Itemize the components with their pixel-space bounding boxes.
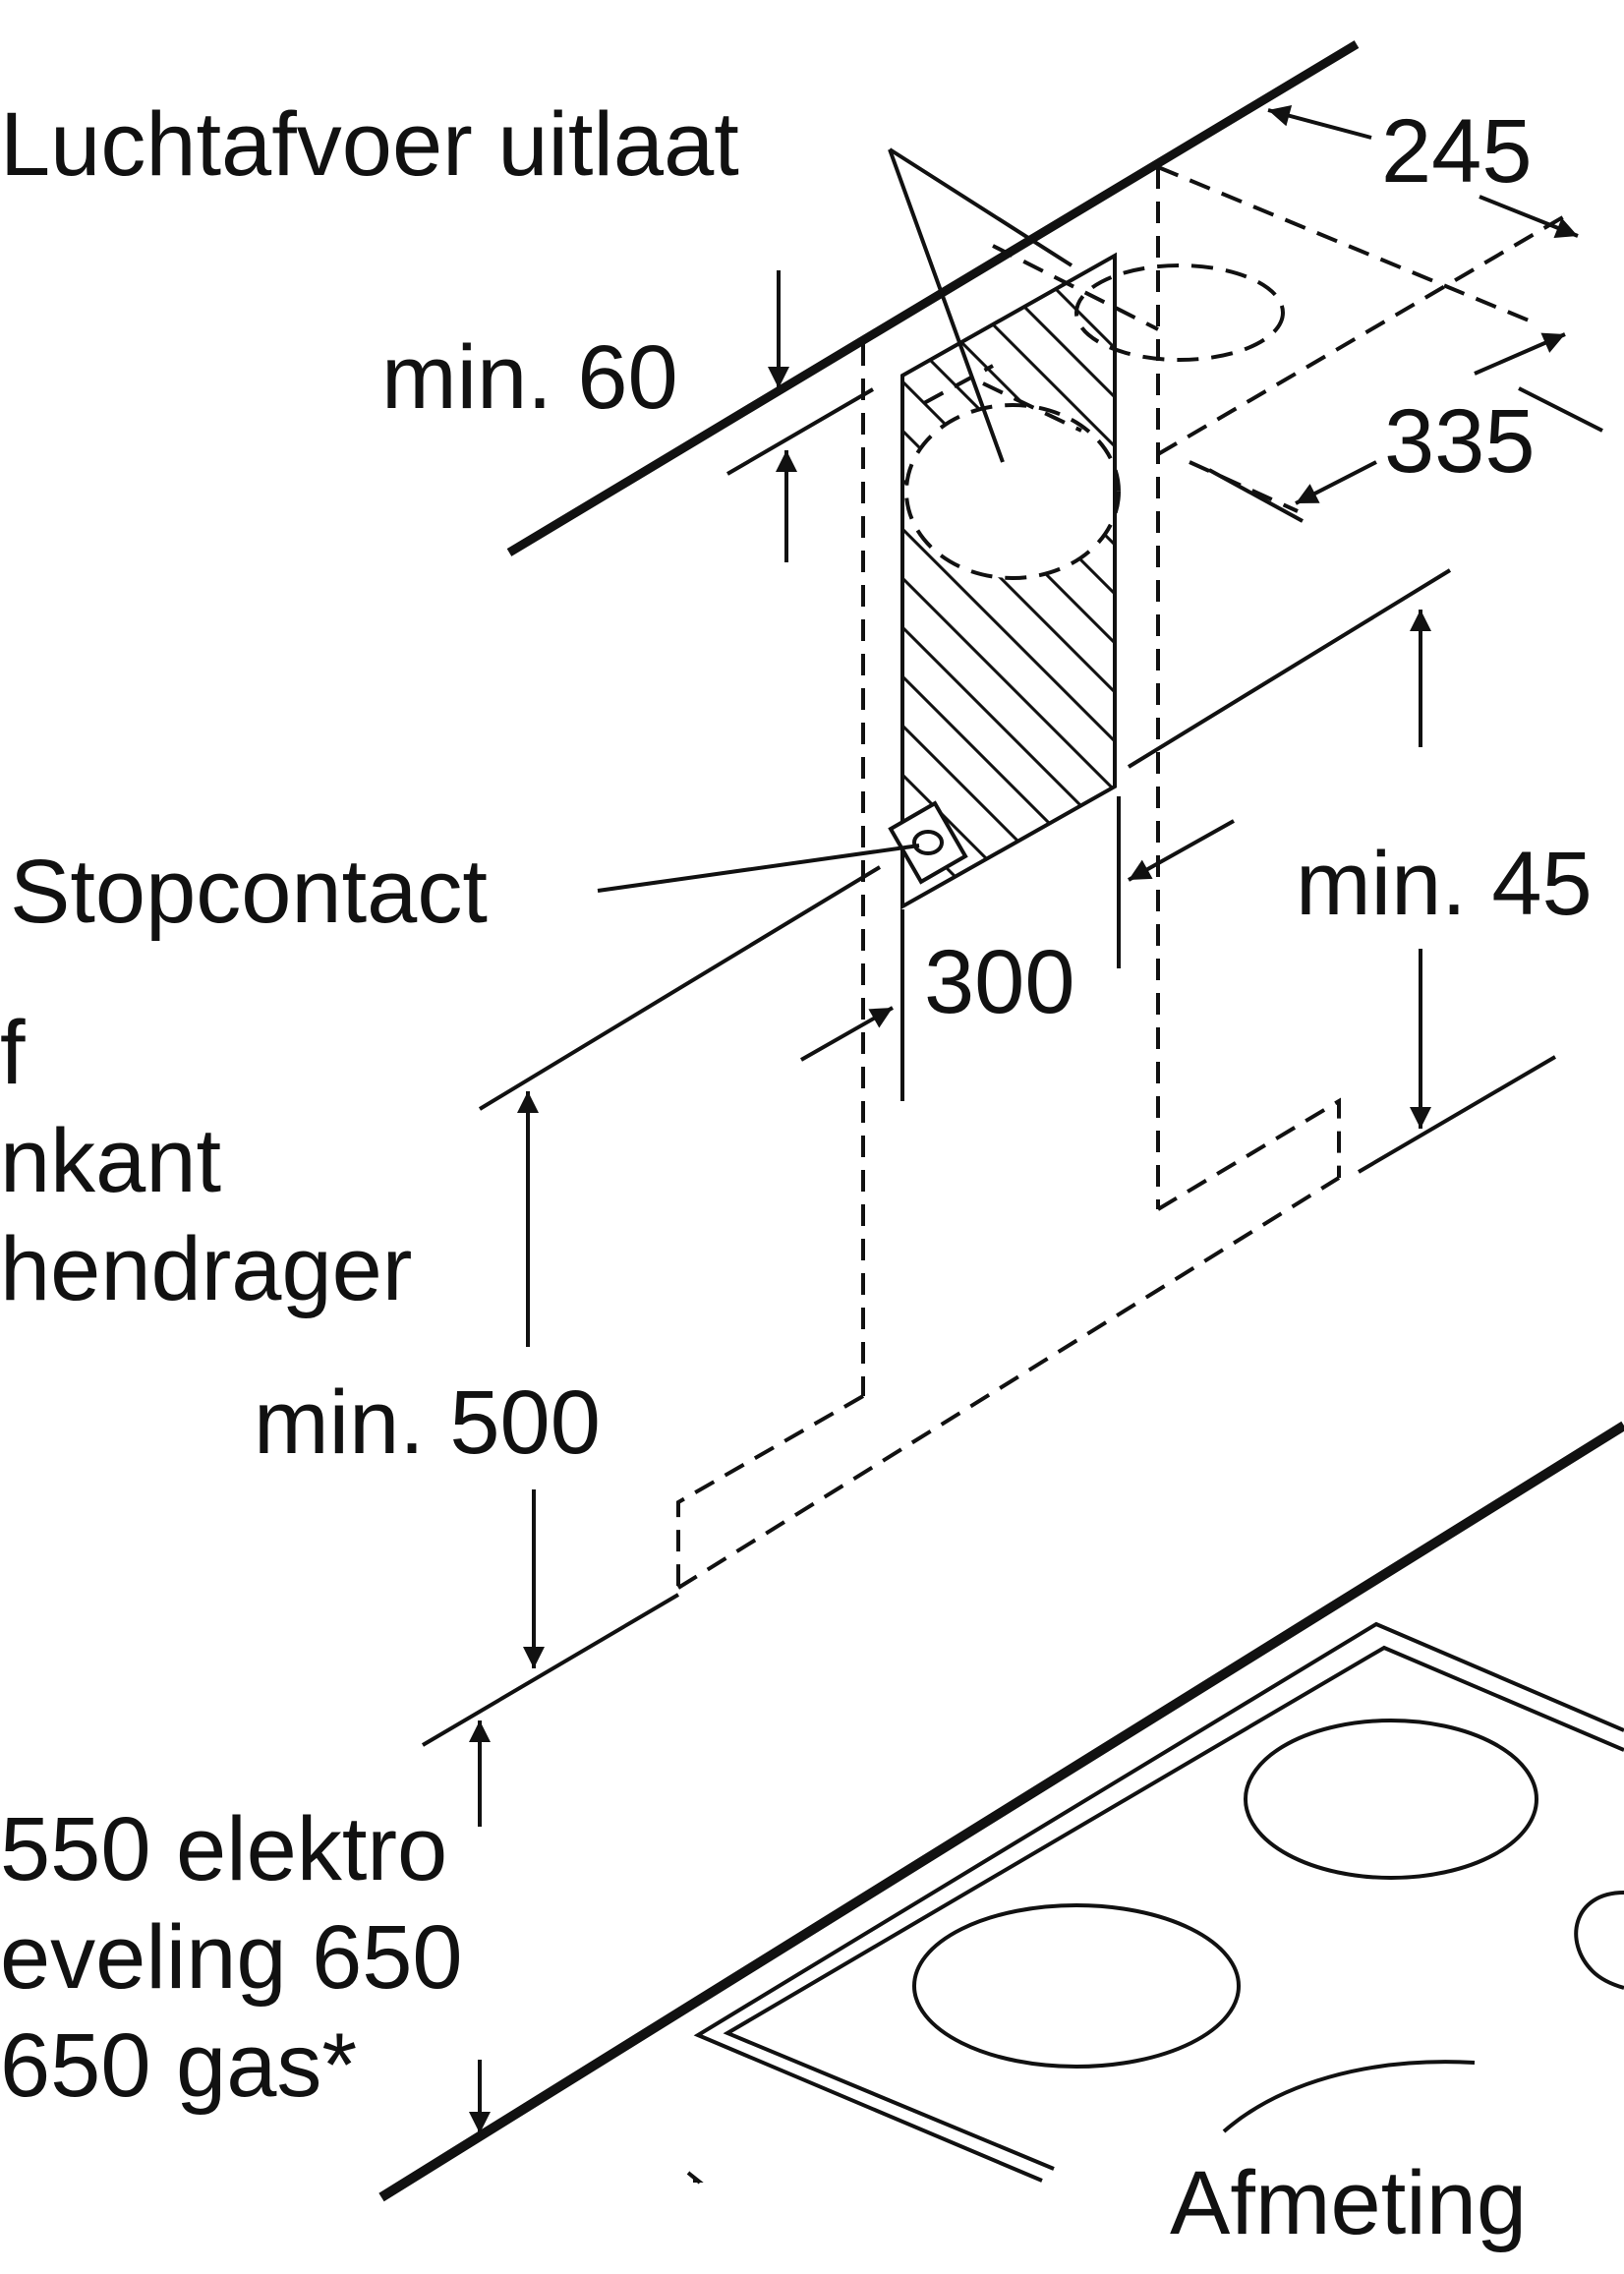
width-245-label: 245 [1381, 101, 1533, 202]
elektro-label: 550 elektro [0, 1799, 447, 1899]
height-500-label: min. 500 [254, 1372, 601, 1473]
note-line-1: f [0, 1003, 26, 1103]
hood-bottom-line [478, 865, 882, 1111]
cabinet-line-top [1127, 568, 1452, 769]
burner-2 [912, 1903, 1241, 2069]
depth-335-dimension [1208, 332, 1603, 523]
height-500-dimension [517, 1091, 545, 1668]
depth-335-label: 335 [1384, 391, 1536, 492]
socket-300-label: 300 [924, 932, 1075, 1032]
ceiling-line [506, 40, 1360, 556]
duct-housing [861, 165, 1575, 1396]
mounting-panel [902, 256, 1115, 906]
gas-label: 650 gas* [0, 2015, 357, 2116]
burner-3 [1574, 1891, 1624, 1990]
cabinet-line-bottom [1357, 1055, 1557, 1174]
leader-lines [597, 147, 1073, 893]
burner-4 [1222, 2060, 1476, 2133]
socket-300-dimension [800, 796, 1235, 1101]
afmeting-label: Afmeting [1170, 2153, 1527, 2253]
height-450-label: min. 45 [1296, 834, 1593, 934]
panel-outline [900, 252, 1117, 910]
burner-1 [1244, 1719, 1538, 1880]
note-line-3: hendrager [0, 1219, 412, 1319]
hood-body [676, 1097, 1341, 1590]
top-clearance-label: min. 60 [381, 327, 678, 428]
cooktop [378, 1421, 1624, 2202]
socket-icon [888, 800, 968, 885]
duct-opening [904, 403, 1121, 580]
cooktop-ref-line [421, 1593, 680, 1747]
note-line-2: nkant [0, 1111, 221, 1211]
top-clearance-dimension [725, 270, 875, 562]
width-245-dimension [1267, 105, 1579, 239]
socket-label: Stopcontact [10, 842, 488, 942]
menging-label: eveling 650 [0, 1907, 463, 2008]
air-outlet-label: Luchtafvoer uitlaat [0, 94, 739, 195]
